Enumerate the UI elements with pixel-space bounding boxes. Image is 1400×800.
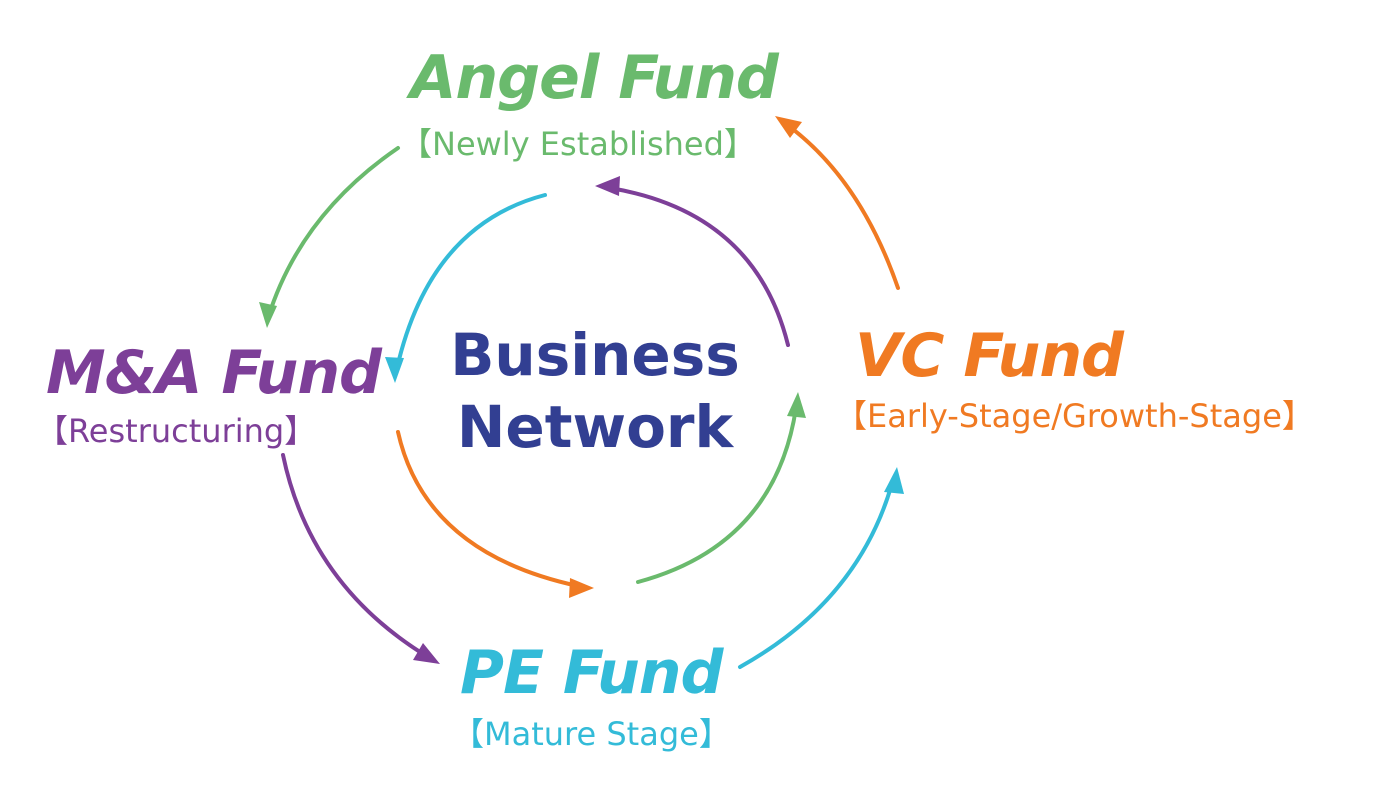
ma-to-pe-arrow-icon: [281, 453, 430, 659]
inner-green-arrowhead-icon: [787, 392, 806, 418]
angel-fund-subtitle: 【Newly Established】: [400, 125, 756, 163]
inner-cycle: [385, 176, 806, 598]
center-label-line2: Network: [456, 393, 734, 461]
inner-green-arrow-icon: [636, 406, 798, 584]
ma-fund-title: M&A Fund: [46, 338, 382, 408]
center-label-line1: Business: [450, 321, 740, 389]
pe-to-vc-arrowhead-icon: [884, 467, 904, 494]
pe-fund-subtitle: 【Mature Stage】: [452, 715, 731, 753]
angel-fund-title: Angel Fund: [410, 43, 779, 113]
vc-fund-title: VC Fund: [855, 321, 1124, 391]
angel-to-ma-arrowhead-icon: [259, 302, 277, 328]
ma-fund-subtitle: 【Restructuring】: [36, 412, 317, 450]
ma-to-pe-arrowhead-icon: [413, 643, 440, 664]
inner-purple-arrowhead-icon: [595, 176, 620, 196]
inner-cyan-arrowhead-icon: [385, 357, 404, 383]
inner-orange-arrow-icon: [396, 430, 580, 588]
vc-to-angel-arrowhead-icon: [775, 116, 802, 138]
inner-cyan-arrow-icon: [395, 193, 547, 370]
vc-to-angel-arrow-icon: [784, 122, 900, 290]
pe-to-vc-arrow-icon: [738, 478, 895, 669]
angel-to-ma-arrow-icon: [266, 146, 400, 320]
inner-purple-arrow-icon: [608, 186, 790, 347]
outer-cycle: [259, 116, 904, 669]
inner-orange-arrowhead-icon: [569, 578, 594, 598]
vc-fund-subtitle: 【Early-Stage/Growth-Stage】: [835, 397, 1314, 435]
pe-fund-title: PE Fund: [460, 638, 723, 708]
